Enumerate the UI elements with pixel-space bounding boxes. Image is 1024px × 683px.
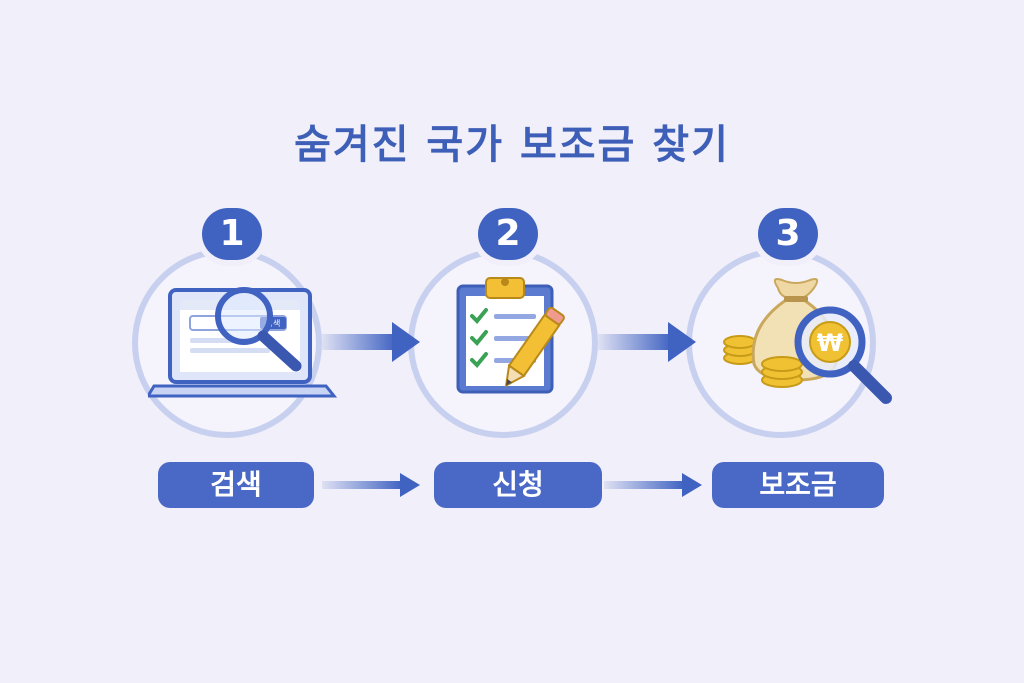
step-1-label: 검색 (158, 462, 314, 508)
step-2-badge: 2 (478, 208, 538, 260)
arrow-right-icon (322, 322, 420, 362)
clipboard-pencil-icon (456, 277, 565, 394)
arrow-right-icon (598, 322, 696, 362)
step-3-badge: 3 (758, 208, 818, 260)
search-button-text: 검색 (266, 318, 281, 328)
step-2-label: 신청 (434, 462, 602, 508)
page-title: 숨겨진 국가 보조금 찾기 (294, 122, 730, 168)
laptop-search-icon: 검색 (148, 287, 338, 398)
step-3-label: 보조금 (712, 462, 884, 508)
won-symbol: ₩ (817, 329, 844, 357)
money-bag-coins-icon: ₩ (723, 278, 892, 404)
arrow-right-icon (322, 473, 420, 497)
step-1-badge: 1 (202, 208, 262, 260)
arrow-right-icon (604, 473, 702, 497)
